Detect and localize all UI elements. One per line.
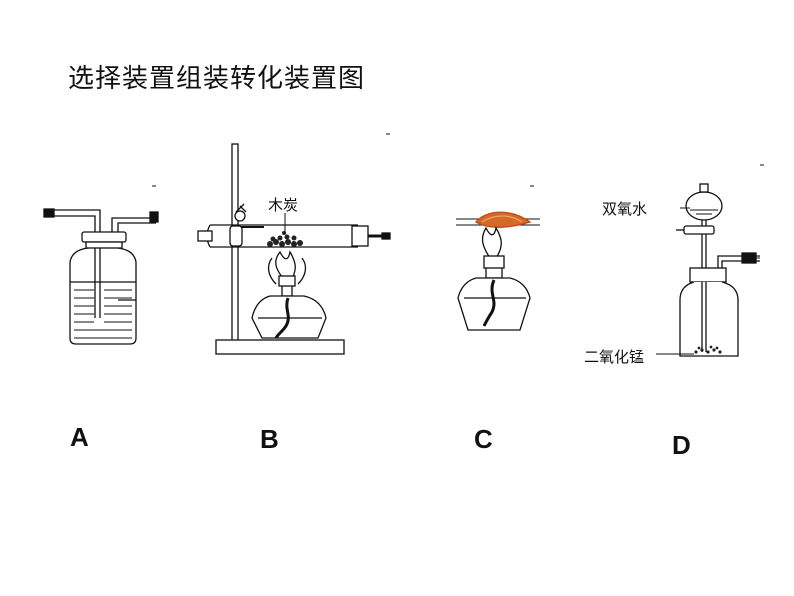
apparatus-b-charcoal-tube: 木炭 <box>197 143 391 355</box>
apparatus-c-alcohol-lamp <box>456 211 540 331</box>
label-a: A <box>70 422 89 452</box>
apparatus-d-gas-generator: 双氧水 二氧化锰 <box>584 183 760 366</box>
page-title: 选择装置组装转化装置图 <box>68 64 366 94</box>
charcoal-label: 木炭 <box>268 196 298 214</box>
label-d: D <box>672 430 691 460</box>
label-c: C <box>474 424 493 454</box>
label-b: B <box>260 424 279 454</box>
manganese-dioxide-label: 二氧化锰 <box>584 348 644 366</box>
apparatus-a-wash-bottle <box>43 208 159 345</box>
hydrogen-peroxide-label: 双氧水 <box>602 200 647 218</box>
